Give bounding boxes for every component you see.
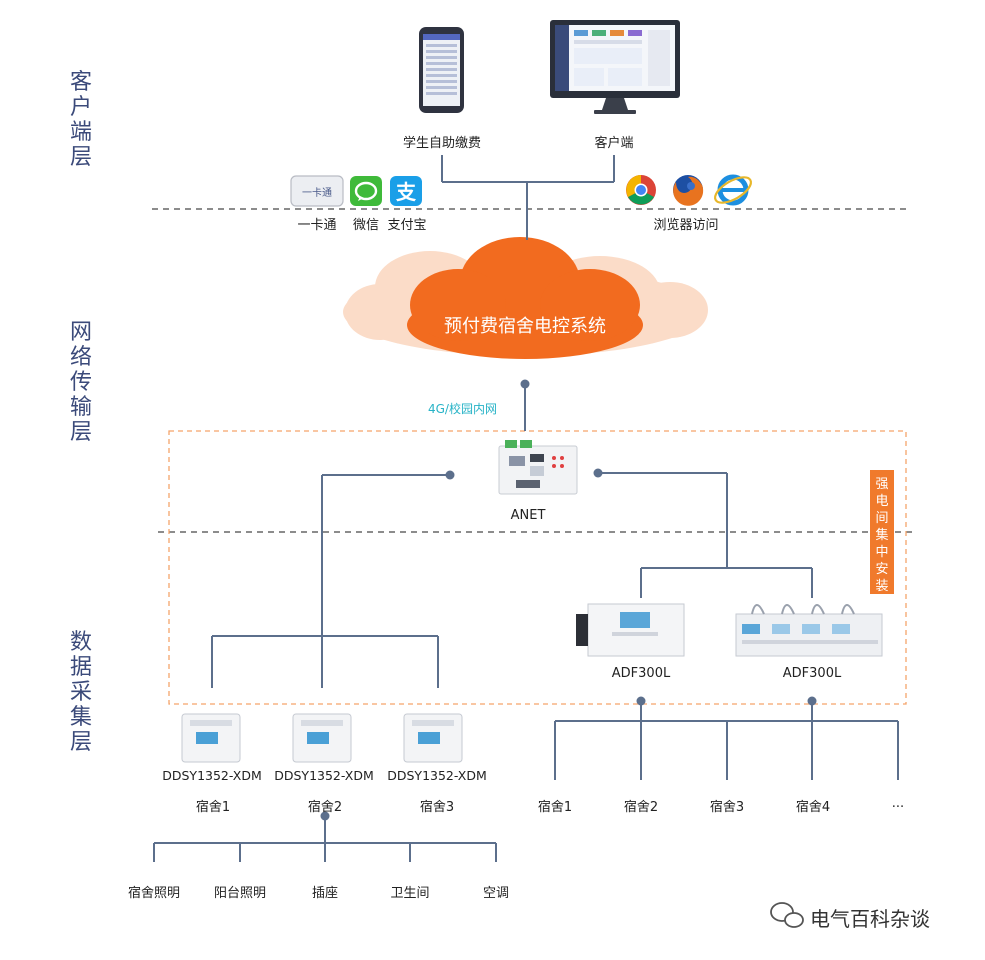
phone-device (419, 27, 464, 113)
layer-label-network: 网络传输层 (69, 320, 92, 445)
pay-wechat-label: 微信 (352, 218, 379, 233)
chrome-icon (626, 175, 656, 205)
circuit-4: 卫生间 (390, 886, 430, 901)
phone-label: 学生自助缴费 (402, 136, 481, 151)
circuit-3: 插座 (311, 886, 338, 901)
adf-b-label: ADF300L (782, 666, 842, 681)
dorm-left-2: 宿舍2 (307, 800, 343, 815)
layer-label-client: 客户端层 (69, 70, 92, 170)
monitor-device (550, 20, 680, 114)
wechat-icon (350, 176, 382, 206)
anet-connectors (211, 472, 813, 688)
adf-b-node (807, 696, 817, 706)
anet-left-node (445, 470, 455, 480)
svg-text:支: 支 (396, 180, 417, 204)
ddsy-label-2: DDSY1352-XDM (274, 768, 374, 783)
pay-card-label: 一卡通 (297, 218, 337, 233)
circuit-connectors (153, 816, 497, 862)
dorm-right-1: 宿舍1 (537, 800, 573, 815)
network-link-label: 4G/校园内网 (428, 402, 497, 416)
adf-dorm-connectors (554, 701, 899, 780)
anet-label: ANET (510, 508, 546, 523)
watermark-text: 电气百科杂谈 (810, 907, 930, 931)
adf-a-node (636, 696, 646, 706)
ddsy-label-1: DDSY1352-XDM (162, 768, 262, 783)
cloud-title: 预付费宿舍电控系统 (444, 316, 606, 337)
alipay-icon: 支 (390, 176, 422, 206)
cloud-link-node (520, 379, 530, 389)
install-badge: 强电间集中安装 (870, 470, 894, 594)
circuit-2: 阳台照明 (213, 886, 266, 901)
anet-right-node (593, 468, 603, 478)
dorm-right-3: 宿舍3 (709, 800, 745, 815)
cloud-shape (343, 237, 708, 359)
pay-alipay-label: 支付宝 (387, 218, 427, 233)
dorm-left-1: 宿舍1 (195, 800, 231, 815)
anet-device (498, 440, 578, 495)
dorm-right-2: 宿舍2 (623, 800, 659, 815)
ie-icon (714, 174, 752, 206)
ddsy-meter-1 (181, 713, 241, 763)
ddsy-meter-2 (292, 713, 352, 763)
adf-a-label: ADF300L (611, 666, 671, 681)
dorm-right-4: 宿舍4 (795, 800, 831, 815)
circuit-5: 空调 (482, 886, 509, 901)
adf300l-a-device (576, 603, 685, 657)
layer-label-collect: 数据采集层 (69, 630, 92, 755)
circuit-1: 宿舍照明 (127, 886, 180, 901)
dorm-right-more: ... (891, 796, 905, 811)
card-icon (290, 175, 344, 207)
firefox-icon (673, 175, 704, 206)
ddsy-meter-3 (403, 713, 463, 763)
browser-label: 浏览器访问 (653, 218, 719, 233)
dorm-left-3: 宿舍3 (419, 800, 455, 815)
card-inner-text: 一卡通 (302, 188, 332, 199)
install-region-box (168, 430, 907, 705)
adf300l-b-device (735, 604, 883, 657)
client-connectors (441, 155, 615, 431)
circuit-node (320, 811, 330, 821)
pc-label: 客户端 (594, 136, 634, 151)
ddsy-label-3: DDSY1352-XDM (387, 768, 487, 783)
watermark-wechat-icon (770, 902, 804, 928)
